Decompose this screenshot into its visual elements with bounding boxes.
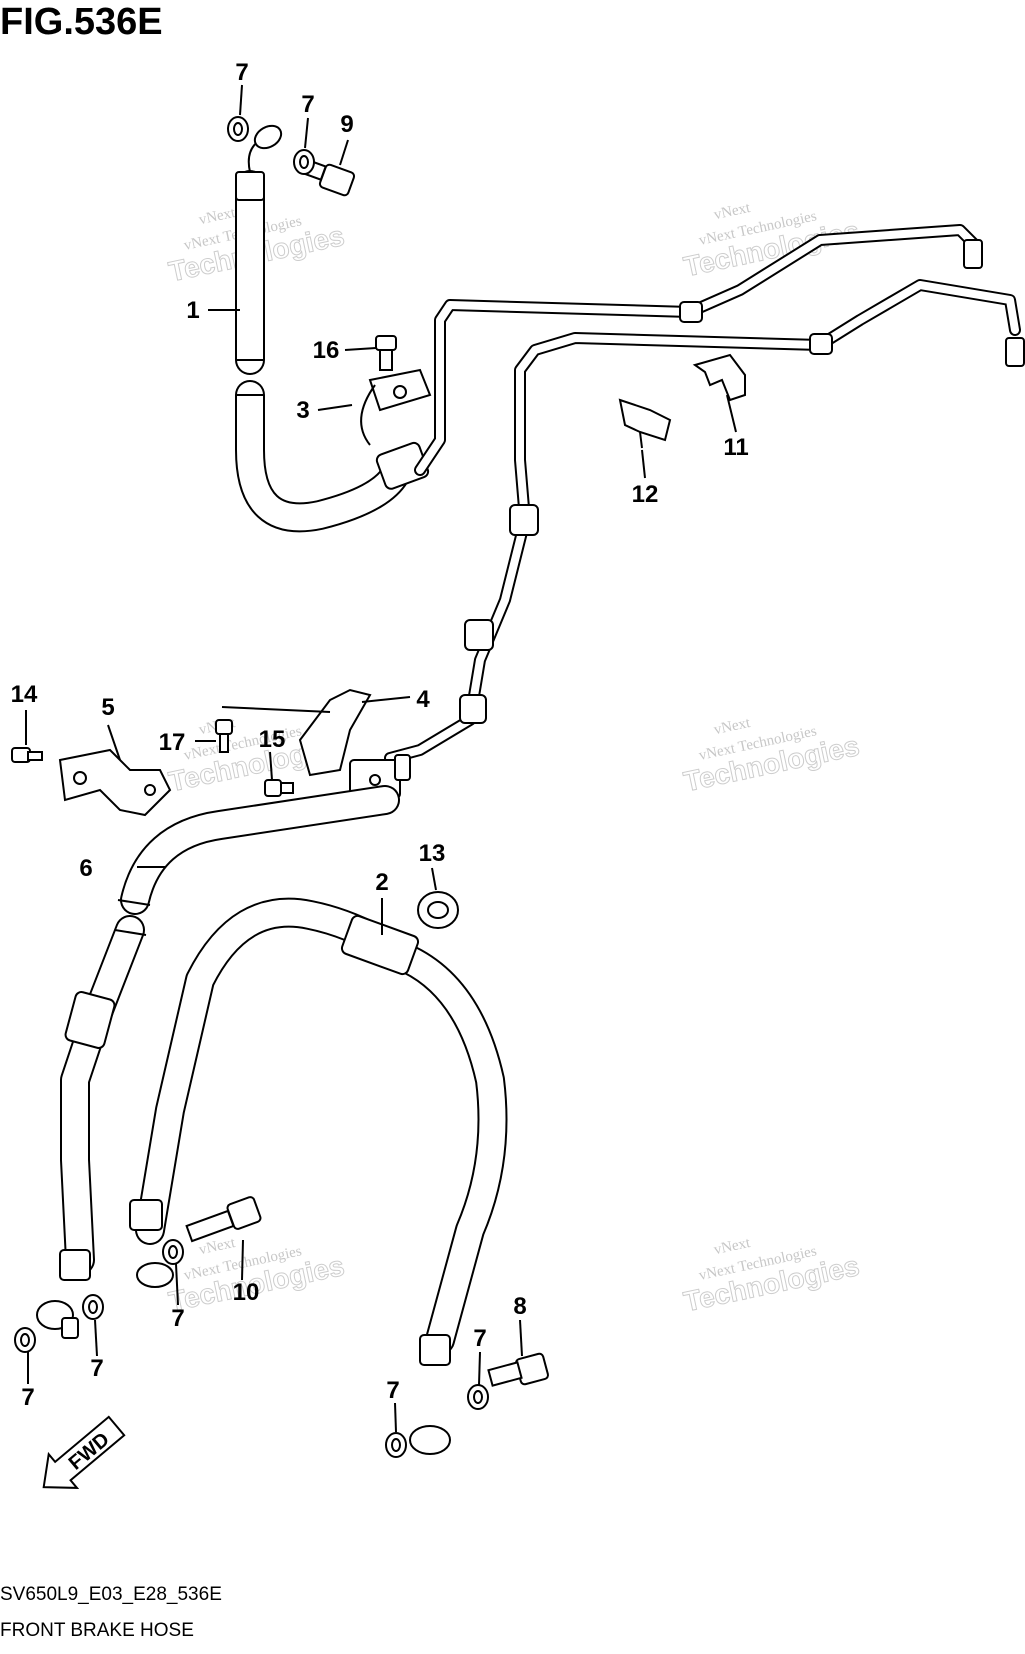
callout-7: 7 [473,1325,486,1352]
callout-4: 4 [416,686,430,713]
callout-13: 13 [419,840,446,867]
leader-lines [25,84,737,1433]
watermark-text: vNext [712,1235,752,1258]
callout-6: 6 [79,855,92,882]
brake-joint-4 [298,688,411,799]
bolt-14 [11,747,43,763]
brake-hose-2 [129,897,508,1455]
callout-labels: 1 2 3 4 5 6 7 7 7 7 7 7 7 8 9 10 11 12 1… [11,59,749,1411]
callout-5: 5 [101,694,114,721]
bolt-15 [264,779,294,797]
callout-7: 7 [301,91,314,118]
hose-bracket-5 [58,748,172,817]
fwd-arrow: FWD [42,1415,126,1489]
callout-7: 7 [386,1377,399,1404]
callout-10: 10 [233,1279,260,1306]
callout-14: 14 [11,681,38,708]
callout-1: 1 [186,297,199,324]
callout-7: 7 [171,1305,184,1332]
bolt-16 [375,335,397,371]
callout-2: 2 [375,869,388,896]
watermark-text: vNext [712,715,752,738]
washer-7-group [14,116,489,1458]
watermark-text: vNext [712,200,752,223]
hose-clamp-bracket [360,368,432,446]
brake-hose-upper [235,124,430,533]
pipe-clamp-11 [692,353,746,402]
callout-7: 7 [21,1384,34,1411]
bolt-17 [215,719,233,753]
callout-11: 11 [723,434,748,461]
brake-hose-6 [36,785,400,1339]
callout-9: 9 [340,111,353,138]
callout-3: 3 [296,397,309,424]
union-bolt-10 [185,1196,262,1243]
callout-16: 16 [313,337,340,364]
callout-8: 8 [513,1293,526,1320]
figure-caption: FRONT BRAKE HOSE [0,1620,194,1641]
watermark-text: vNext [197,1235,237,1258]
brake-pipe-set [384,224,1025,764]
callout-7: 7 [90,1355,103,1382]
figure-code: SV650L9_E03_E28_536E [0,1584,222,1605]
callout-15: 15 [259,726,286,753]
callout-7: 7 [235,59,248,86]
union-bolt-8 [487,1352,549,1387]
pipe-clamp-12 [618,398,672,449]
hose-clamp-13 [417,891,459,929]
callout-12: 12 [632,481,659,508]
figure-title: FIG.536E [0,1,163,43]
callout-17: 17 [159,729,186,756]
watermark-text: vNext [197,205,237,228]
